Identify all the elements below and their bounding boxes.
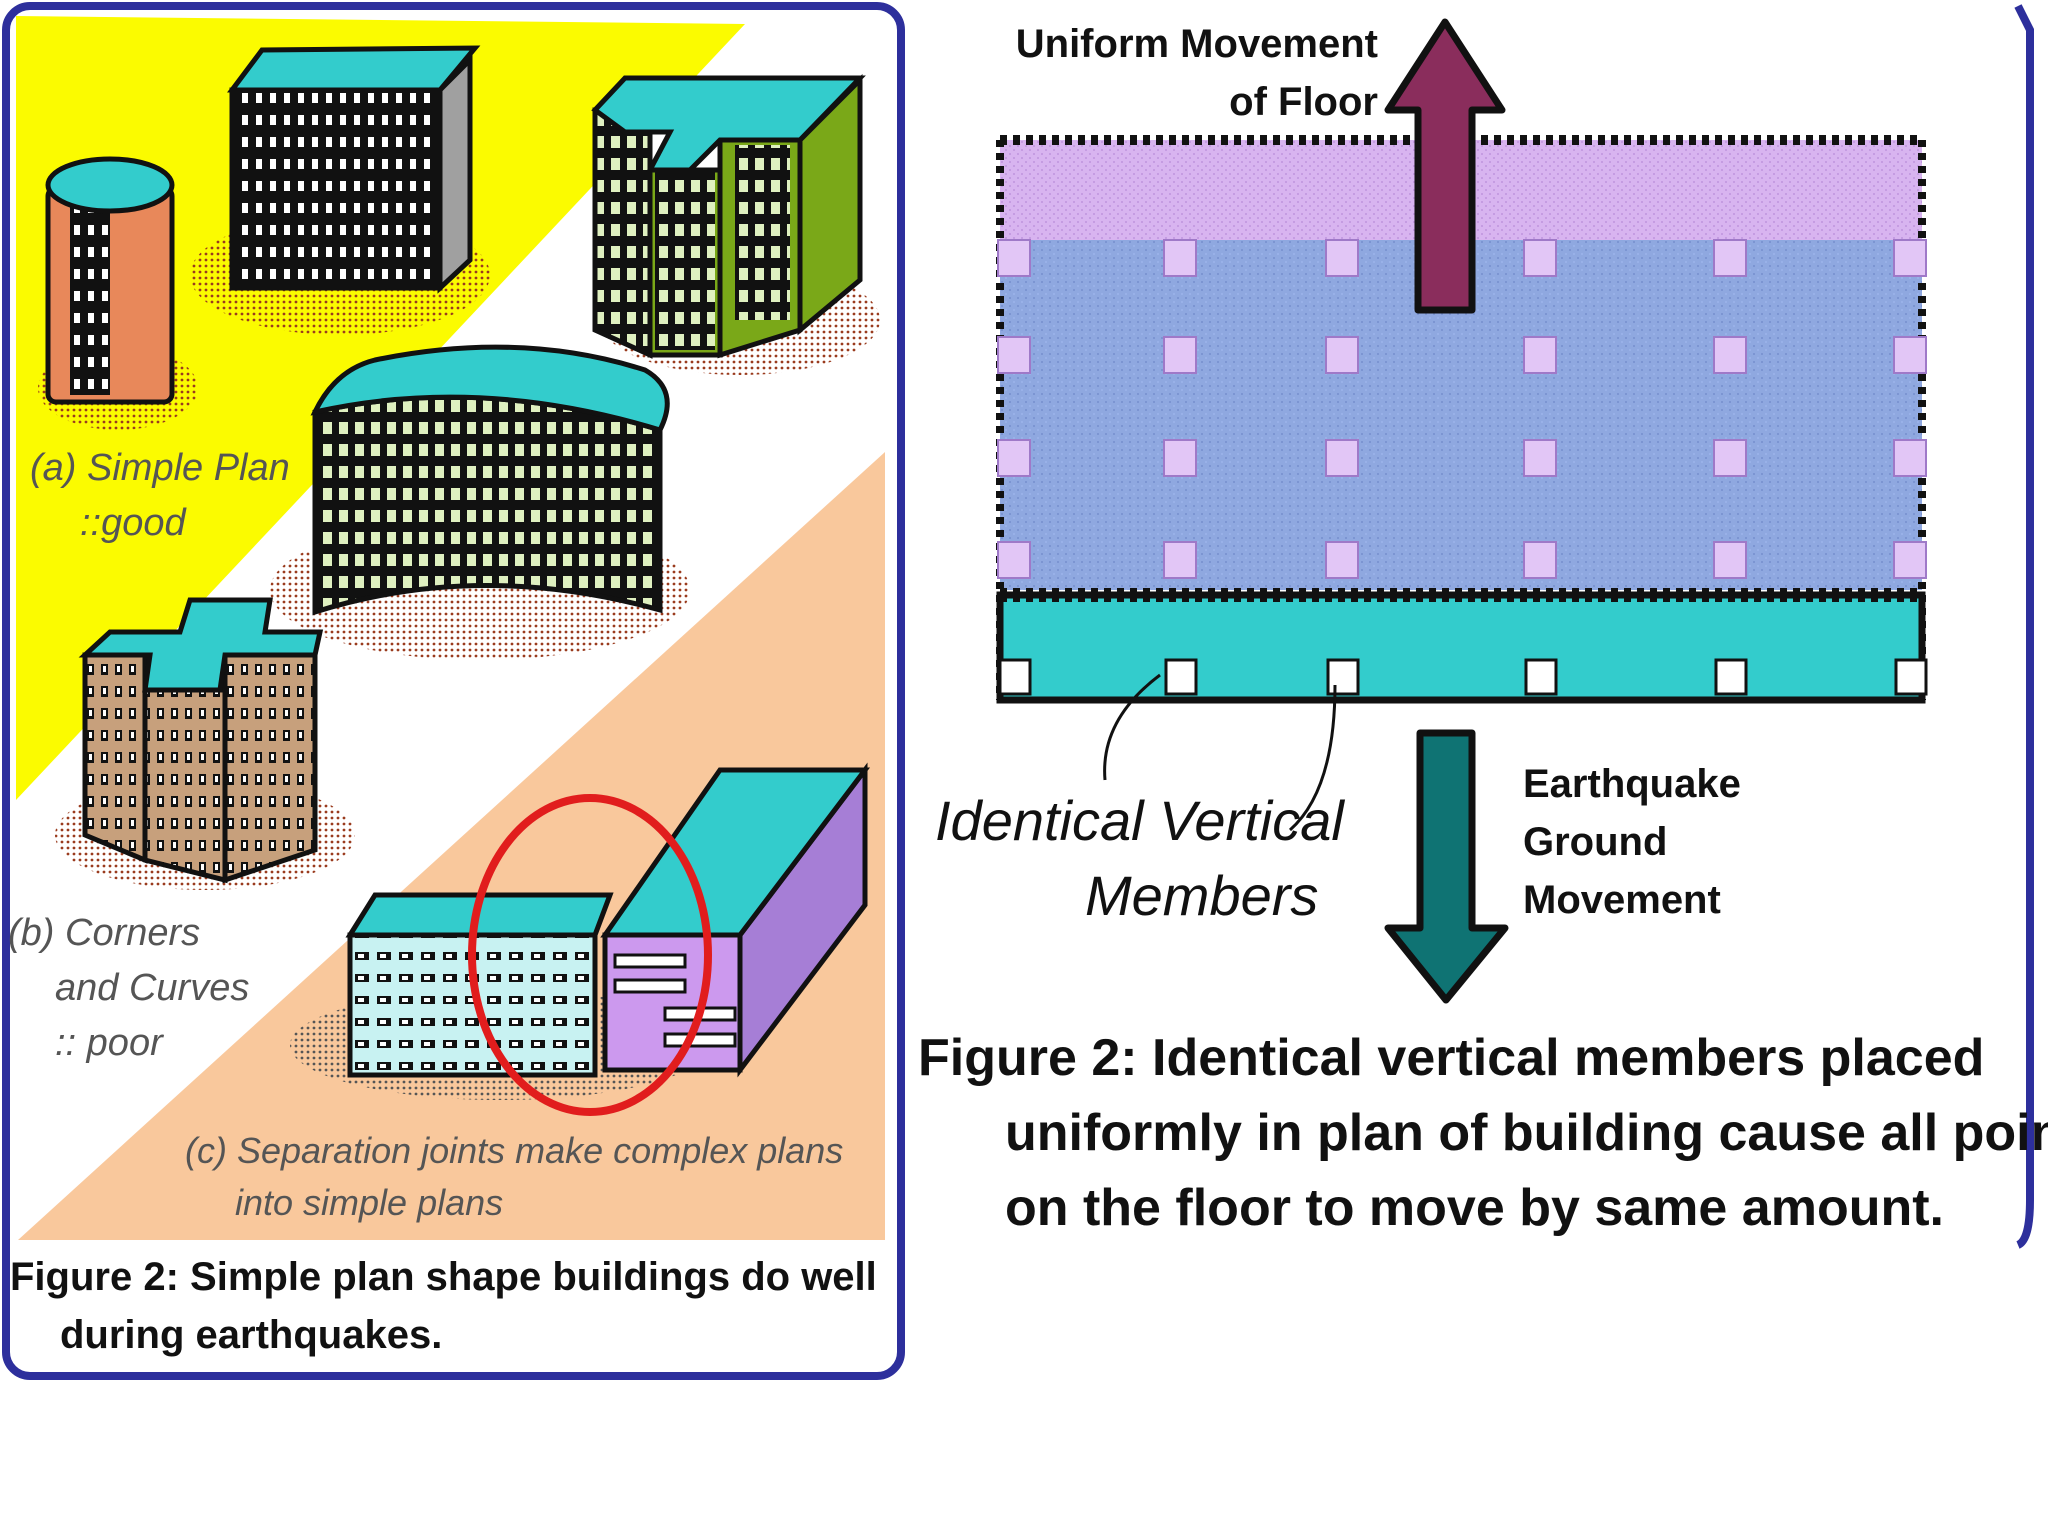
round-building bbox=[45, 156, 175, 405]
vertical-member-base bbox=[1326, 658, 1360, 696]
stepped-building bbox=[591, 73, 866, 359]
column-marker bbox=[1325, 439, 1359, 477]
column-marker bbox=[997, 439, 1031, 477]
ground-movement-arrow bbox=[1384, 729, 1509, 1004]
column-marker bbox=[997, 541, 1031, 579]
column-marker bbox=[1713, 439, 1747, 477]
column-marker bbox=[1325, 336, 1359, 374]
right-caption-line2: uniformly in plan of building cause all … bbox=[1005, 1104, 2048, 1162]
vertical-member-base bbox=[998, 658, 1032, 696]
column-marker bbox=[1325, 239, 1359, 277]
label-a-line2: ::good bbox=[80, 502, 188, 544]
label-b-line3: :: poor bbox=[55, 1022, 164, 1064]
curved-building bbox=[310, 344, 670, 616]
column-marker bbox=[1713, 336, 1747, 374]
vertical-member-base bbox=[1714, 658, 1748, 696]
cross-building bbox=[78, 597, 324, 884]
column-marker bbox=[1163, 439, 1197, 477]
vertical-member-base bbox=[1164, 658, 1198, 696]
vertical-member-base bbox=[1894, 658, 1928, 696]
separation-joint-marker bbox=[468, 794, 712, 1116]
base-squares-group bbox=[998, 658, 1928, 696]
left-caption-line2: during earthquakes. bbox=[60, 1313, 442, 1357]
arrow-down-label-line2: Ground bbox=[1523, 820, 1667, 864]
column-marker bbox=[1523, 439, 1557, 477]
right-frame-edge bbox=[2014, 4, 2034, 1249]
label-c-line1: (c) Separation joints make complex plans bbox=[185, 1130, 843, 1171]
column-marker bbox=[1523, 336, 1557, 374]
arrow-down-label-line3: Movement bbox=[1523, 878, 1721, 922]
right-figure: Uniform Movement of Floor Earthquake Gro… bbox=[918, 4, 2048, 1249]
members-label-line1: Identical Vertical bbox=[935, 789, 1345, 852]
column-marker bbox=[1163, 239, 1197, 277]
column-marker bbox=[1523, 239, 1557, 277]
arrow-up-label-line2: of Floor bbox=[1229, 80, 1378, 124]
left-figure: (a) Simple Plan ::good (b) Corners and C… bbox=[2, 2, 905, 1380]
ground-base bbox=[996, 591, 1926, 704]
member-leader-line-1 bbox=[1103, 673, 1161, 781]
member-leader-line-2 bbox=[1289, 684, 1337, 832]
label-b-line2: and Curves bbox=[55, 967, 249, 1009]
arrow-up-label-line1: Uniform Movement bbox=[1016, 22, 1378, 66]
column-marker bbox=[997, 239, 1031, 277]
column-marker bbox=[1713, 239, 1747, 277]
label-b-line1: (b) Corners bbox=[8, 912, 200, 954]
left-caption-line1: Figure 2: Simple plan shape buildings do… bbox=[10, 1255, 877, 1299]
box-building bbox=[227, 45, 481, 294]
column-marker bbox=[1893, 336, 1927, 374]
column-marker bbox=[997, 336, 1031, 374]
columns-group bbox=[997, 239, 1927, 579]
uniform-movement-arrow bbox=[1384, 18, 1506, 314]
joint-building bbox=[345, 762, 871, 1116]
column-marker bbox=[1713, 541, 1747, 579]
label-c-line2: into simple plans bbox=[235, 1182, 503, 1223]
column-marker bbox=[1523, 541, 1557, 579]
column-marker bbox=[1325, 541, 1359, 579]
column-marker bbox=[1893, 439, 1927, 477]
column-marker bbox=[1893, 239, 1927, 277]
right-caption-line1: Figure 2: Identical vertical members pla… bbox=[918, 1029, 1984, 1087]
right-caption-line3: on the floor to move by same amount. bbox=[1005, 1179, 1944, 1237]
column-marker bbox=[1893, 541, 1927, 579]
column-marker bbox=[1163, 336, 1197, 374]
column-marker bbox=[1163, 541, 1197, 579]
vertical-member-base bbox=[1524, 658, 1558, 696]
arrow-down-label-line1: Earthquake bbox=[1523, 762, 1741, 806]
members-label-line2: Members bbox=[1085, 864, 1318, 927]
label-a-line1: (a) Simple Plan bbox=[30, 447, 290, 489]
